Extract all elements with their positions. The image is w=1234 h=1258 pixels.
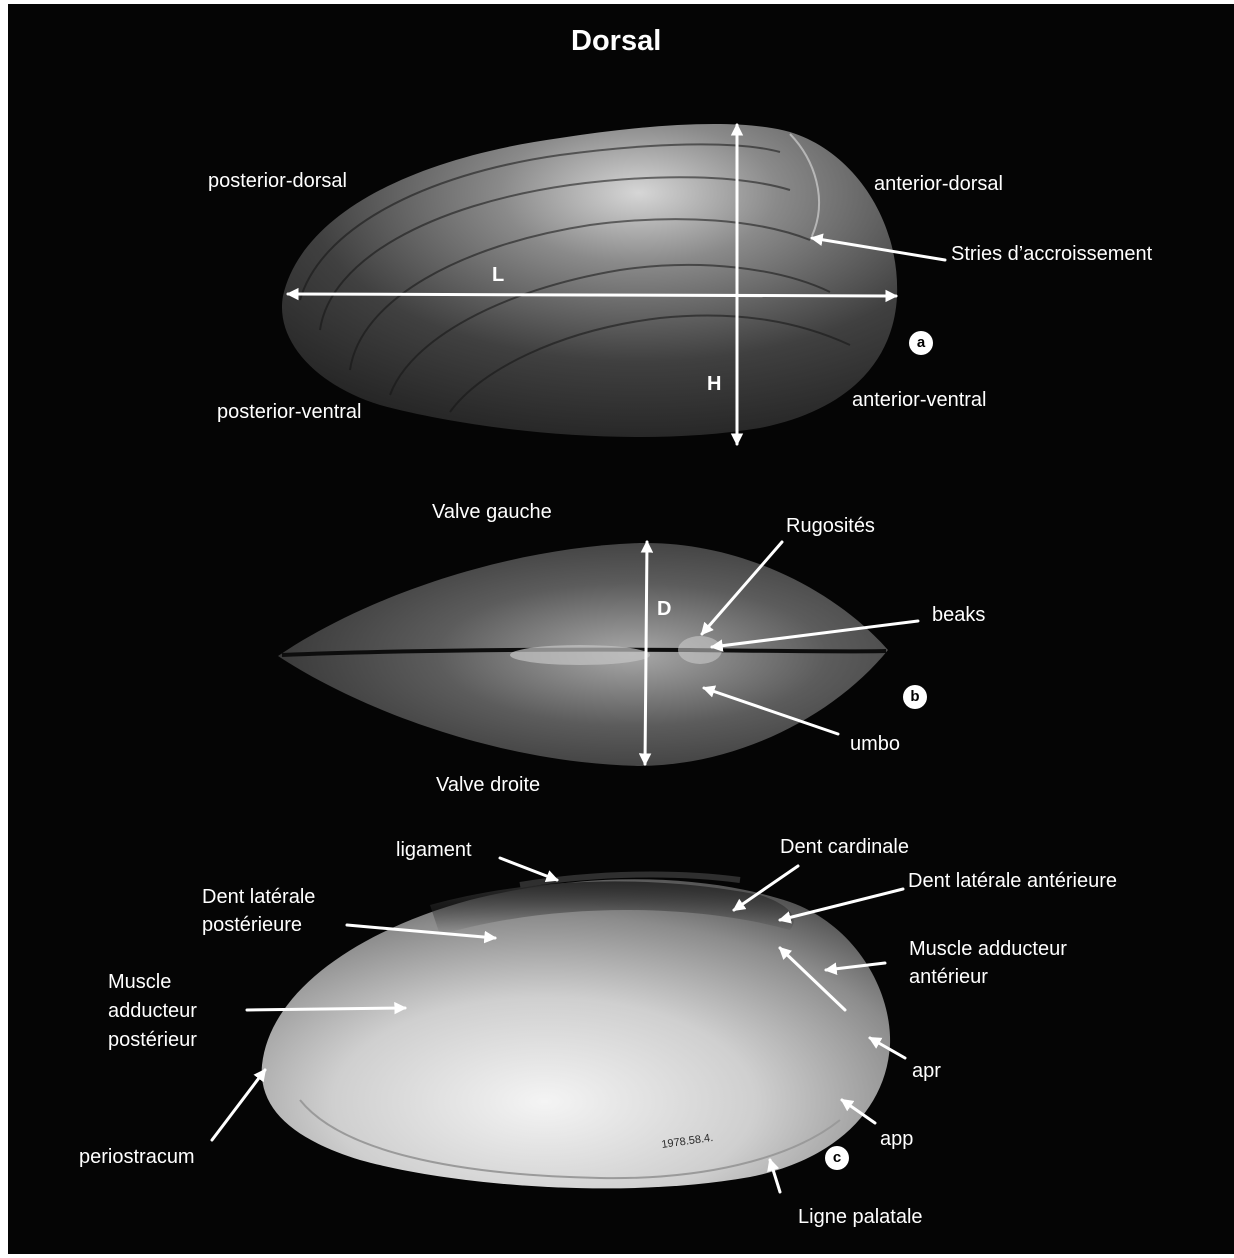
label-posterior-adductor-line2: adducteur <box>108 997 197 1026</box>
label-depth: D <box>657 595 671 624</box>
label-posterior-adductor-line1: Muscle <box>108 968 171 997</box>
label-umbo: umbo <box>850 730 900 759</box>
label-pallial-line: Ligne palatale <box>798 1203 923 1232</box>
panel-badge-c: c <box>825 1146 849 1170</box>
panel-badge-b: b <box>903 685 927 709</box>
label-growth-lines: Stries d’accroissement <box>951 240 1152 269</box>
label-anterior-lateral-tooth: Dent latérale antérieure <box>908 867 1117 896</box>
shell-exterior <box>282 124 897 437</box>
label-cardinal-tooth: Dent cardinale <box>780 833 909 862</box>
label-apr: apr <box>912 1057 941 1086</box>
label-roughness: Rugosités <box>786 512 875 541</box>
depth-arrow <box>645 542 647 764</box>
label-right-valve: Valve droite <box>436 771 540 800</box>
label-periostracum: periostracum <box>79 1143 195 1172</box>
anterior-lateral-tooth-arrow <box>780 889 903 920</box>
label-posterior-lateral-tooth-line1: Dent latérale <box>202 883 315 912</box>
label-length: L <box>492 261 504 290</box>
posterior-adductor-arrow <box>247 1008 405 1010</box>
label-height: H <box>707 370 721 399</box>
label-app: app <box>880 1125 913 1154</box>
label-ligament: ligament <box>396 836 472 865</box>
label-anterior-adductor-line1: Muscle adducteur <box>909 935 1067 964</box>
figure-title: Dorsal <box>571 27 661 56</box>
periostracum-arrow <box>212 1070 265 1140</box>
shell-interior <box>262 875 890 1189</box>
label-posterior-ventral: posterior-ventral <box>217 398 362 427</box>
label-anterior-adductor-line2: antérieur <box>909 963 988 992</box>
shell-dorsal-view <box>278 543 888 766</box>
length-arrow <box>288 294 896 296</box>
label-posterior-adductor-line3: postérieur <box>108 1026 197 1055</box>
label-posterior-dorsal: posterior-dorsal <box>208 167 347 196</box>
label-beaks: beaks <box>932 601 985 630</box>
label-anterior-dorsal: anterior-dorsal <box>874 170 1003 199</box>
panel-badge-a: a <box>909 331 933 355</box>
label-left-valve: Valve gauche <box>432 498 552 527</box>
label-posterior-lateral-tooth-line2: postérieure <box>202 911 302 940</box>
ligament-arrow <box>500 858 557 880</box>
label-anterior-ventral: anterior-ventral <box>852 386 987 415</box>
